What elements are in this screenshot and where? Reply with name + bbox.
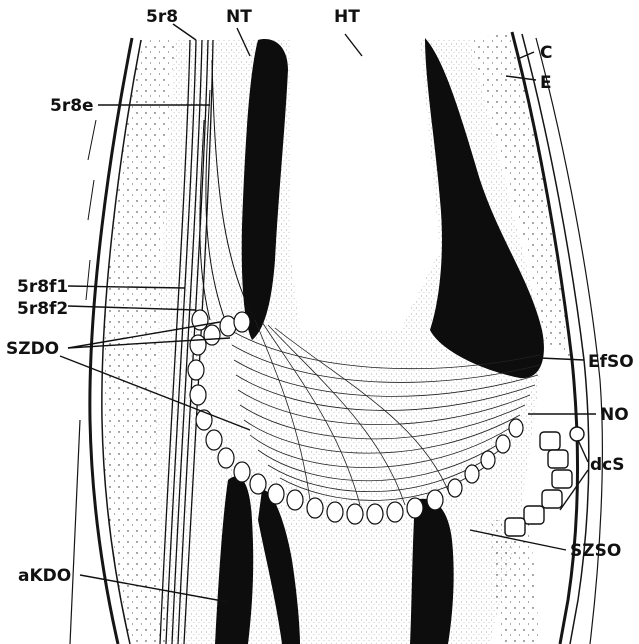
label-5r8e: 5r8e bbox=[50, 96, 94, 116]
label-no: NO bbox=[600, 405, 629, 425]
label-szdo: SZDO bbox=[6, 339, 59, 359]
heart-lumen bbox=[290, 40, 440, 330]
label-efso: EfSO bbox=[588, 352, 634, 372]
label-5r8f1: 5r8f1 bbox=[17, 277, 68, 297]
label-szso: SZSO bbox=[570, 541, 621, 561]
label-e: E bbox=[540, 73, 552, 93]
label-nt: NT bbox=[226, 7, 252, 27]
label-ht: HT bbox=[334, 7, 360, 27]
label-akdo: aKDO bbox=[18, 566, 71, 586]
label-dcs: dcS bbox=[590, 455, 625, 475]
label-c: C bbox=[540, 43, 552, 63]
label-5r8f2: 5r8f2 bbox=[17, 299, 68, 319]
label-5r8: 5r8 bbox=[146, 7, 178, 27]
